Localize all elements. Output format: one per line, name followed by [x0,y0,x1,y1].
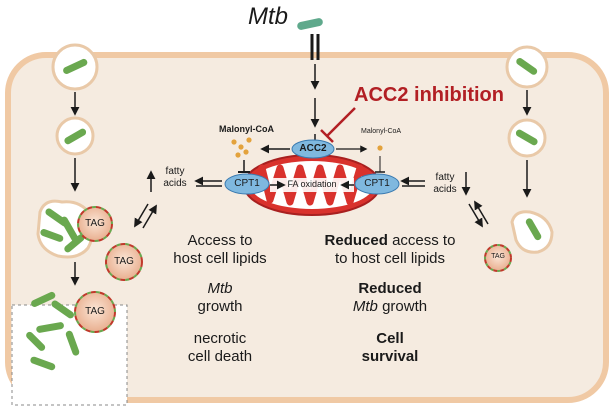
right-access-bold: Reduced [324,232,388,249]
left-access-line1: Access to [187,232,253,249]
malonyl-coa-left-label: Malonyl-CoA [219,124,274,134]
malonyl-dot-right [377,145,383,151]
malonyl-dots-left [231,137,252,158]
left-access-line2: host cell lipids [173,250,267,267]
left-death-line2: cell death [187,348,253,365]
left-death-line1: necrotic [193,330,247,347]
cpt1-right-label: CPT1 [364,178,390,189]
fatty-acids-right-line1: fatty [435,172,455,183]
tag-label-right: TAG [491,253,505,260]
cpt1-left-label: CPT1 [234,178,260,189]
fatty-acids-left-line1: fatty [165,166,185,177]
fatty-acids-left-line2: acids [163,178,187,189]
cell-cutout-border [11,304,128,406]
cpt1-right-enzyme [354,173,400,195]
right-growth-rest: growth [382,298,428,315]
tag-droplet-3 [74,291,116,333]
fa-oxidation-label: FA oxidation [287,179,337,189]
mtb-title: Mtb [248,3,289,30]
right-growth-line1: Reduced [358,280,422,297]
mitochondrion [243,154,381,216]
tag-droplet-2 [105,243,143,281]
fatty-acids-right-line2: acids [433,184,457,195]
malonyl-coa-right-label: Malonyl-CoA [361,128,402,135]
right-access-rest: access to [392,232,456,249]
right-access-line2: to host cell lipids [334,250,446,267]
cpt1-left-enzyme [224,173,270,195]
right-growth-line2: Mtb growth [310,298,470,315]
left-growth-line1: Mtb [207,280,233,297]
mtb-bacterium-top [297,18,323,30]
tag-droplet-1 [77,206,113,242]
tag-droplet-right [484,244,512,272]
left-growth-line2: growth [197,298,243,315]
acc2-label: ACC2 [299,143,327,154]
tag-label-2: TAG [114,256,134,267]
right-access-line1: Reduced access to [310,232,470,249]
acc2-enzyme [291,139,335,159]
right-survival-line2: survival [361,348,419,365]
tag-label-1: TAG [85,218,105,229]
host-cell [5,52,609,403]
acc2-inhibition-label: ACC2 inhibition [354,84,504,106]
tag-label-3: TAG [85,306,105,317]
right-survival-line1: Cell [376,330,404,347]
right-growth-mtb: Mtb [352,298,378,315]
